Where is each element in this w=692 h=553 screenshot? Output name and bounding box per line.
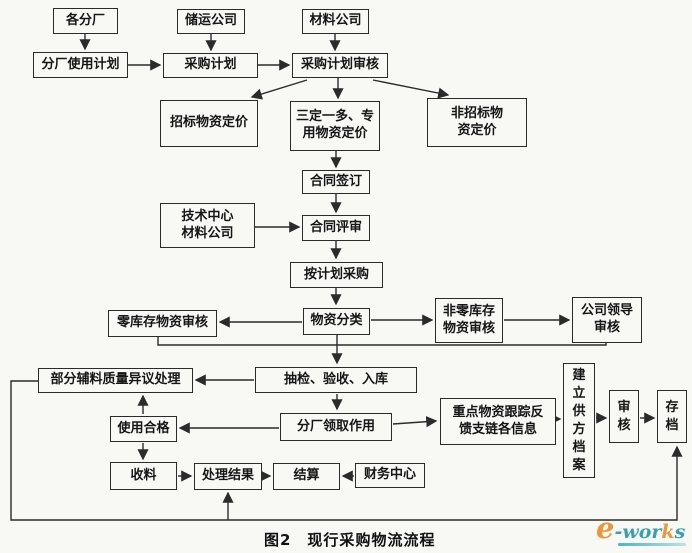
node-non-bidding-pricing: 非招标物 资定价 [427,98,527,147]
eworks-logo-k: k [661,521,675,543]
node-receive-material: 收料 [110,462,177,490]
node-non-zero-stock-review: 非零库存 物资审核 [435,298,503,343]
node-factory-use-plan: 分厂使用计划 [33,52,128,78]
node-purchase-plan-review: 采购计划审核 [292,53,388,78]
eworks-logo-s: s [674,521,686,543]
node-factories: 各分厂 [53,8,118,34]
node-material-classify: 物资分类 [303,308,370,335]
node-factory-collect: 分厂领取作用 [280,413,392,441]
node-bidding-pricing: 招标物资定价 [160,100,258,147]
eworks-logo-underline [618,543,686,546]
node-purchase-plan: 采购计划 [163,53,258,78]
node-handle-result: 处理结果 [194,463,262,490]
node-settlement: 结算 [273,463,340,490]
node-use-qualified: 使用合格 [110,416,177,442]
node-inspect-accept-store: 抽检、验收、入库 [255,367,417,393]
node-leader-review: 公司领导 审核 [572,297,642,343]
eworks-logo-e: e [596,511,615,545]
node-contract-review: 合同评审 [302,215,370,241]
node-aux-quality-dispute: 部分辅料质量异议处理 [38,368,193,393]
node-storage-company: 储运公司 [177,9,245,34]
node-key-material-tracking: 重点物资跟踪反 馈支链各信息 [440,398,556,445]
eworks-logo: e-works [596,514,686,546]
node-finance-center: 财务中心 [355,463,425,488]
node-special-pricing: 三定一多、专 用物资定价 [290,101,380,151]
node-archive: 存 档 [657,390,687,443]
figure-caption: 图2 现行采购物流流程 [264,531,436,549]
eworks-logo-wor: -wor [614,521,662,543]
node-purchase-by-plan: 按计划采购 [290,262,383,288]
node-tech-center-material: 技术中心 材料公司 [160,203,255,248]
node-review: 审 核 [609,390,639,443]
node-zero-stock-review: 零库存物资审核 [108,310,217,337]
node-material-company: 材料公司 [302,9,369,34]
node-contract-signing: 合同签订 [302,170,370,194]
node-build-supplier-archive: 建 立 供 方 档 案 [563,363,595,478]
